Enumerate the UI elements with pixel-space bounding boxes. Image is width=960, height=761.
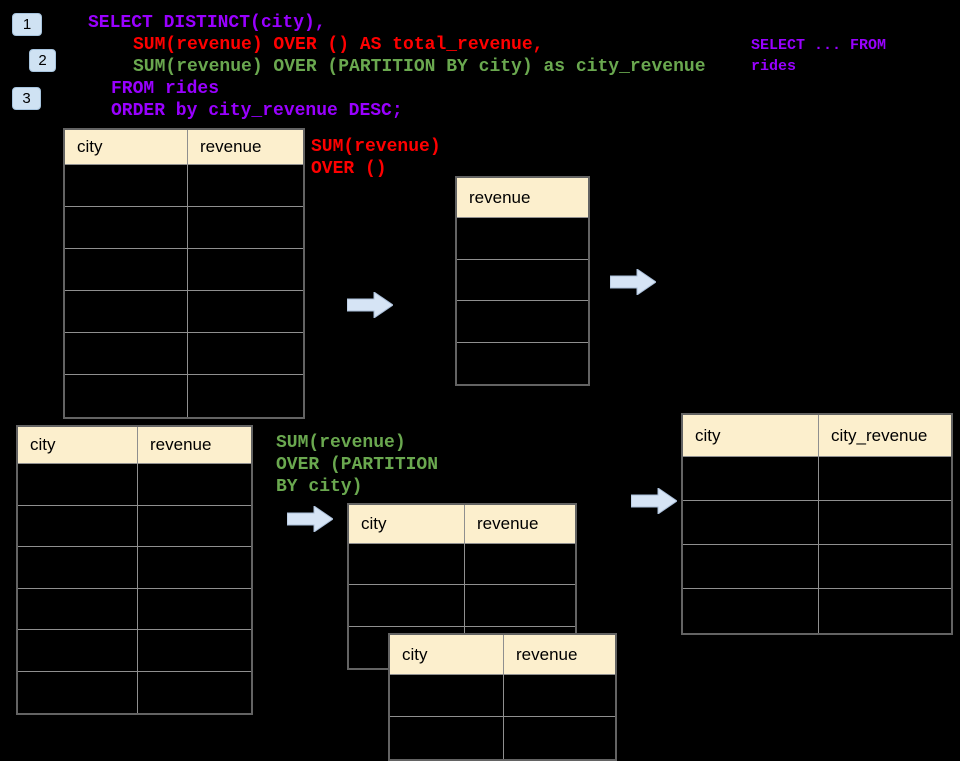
table-cell-empty [819, 501, 951, 545]
table-cell-empty [819, 457, 951, 501]
table-cell-empty [188, 165, 303, 207]
table-cell-empty [65, 165, 188, 207]
table-cell-empty [390, 717, 504, 759]
table-cell-empty [457, 301, 588, 343]
sql-line-order-by: ORDER by city_revenue DESC; [111, 101, 403, 121]
table-cell-empty [138, 547, 251, 589]
table-cell-empty [65, 291, 188, 333]
table-cell-empty [65, 375, 188, 417]
step-badge-1: 1 [12, 13, 42, 36]
arrow-right-icon-3 [287, 506, 333, 532]
sql-line-sum-partition: SUM(revenue) OVER (PARTITION BY city) as… [133, 57, 706, 77]
sql-line-sum-total: SUM(revenue) OVER () AS total_revenue, [133, 35, 544, 55]
table-cell-empty [18, 505, 138, 547]
arrow-right-icon-1 [347, 292, 393, 318]
column-header-city_revenue: city_revenue [819, 415, 951, 457]
sql-line-select: SELECT DISTINCT(city), [88, 13, 326, 33]
table-cell-empty [465, 585, 575, 627]
table-cell-empty [18, 630, 138, 672]
sql-line-from: FROM rides [111, 79, 220, 99]
table-total-revenue: revenue [455, 176, 590, 386]
table-cell-empty [457, 260, 588, 301]
column-header-revenue: revenue [457, 178, 588, 218]
table-cell-empty [138, 672, 251, 714]
table-cell-empty [65, 249, 188, 291]
table-cell-empty [349, 544, 465, 586]
side-code-note: SELECT ... FROM rides [751, 37, 887, 75]
table-cell-empty [18, 671, 138, 713]
column-header-city: city [65, 130, 188, 165]
column-header-city: city [683, 415, 819, 457]
step-badge-2: 2 [29, 49, 56, 72]
table-cell-empty [188, 333, 303, 375]
table-cell-empty [457, 343, 588, 385]
table-cell-empty [390, 675, 504, 717]
table-cell-empty [465, 544, 575, 586]
step-badge-3: 3 [12, 87, 41, 110]
column-header-city: city [349, 505, 465, 544]
table-cell-empty [18, 588, 138, 630]
column-header-revenue: revenue [504, 635, 615, 675]
table-cell-empty [819, 545, 951, 589]
table-cell-empty [188, 249, 303, 291]
table-cell-empty [457, 218, 588, 260]
table-cell-empty [504, 717, 615, 759]
column-header-revenue: revenue [465, 505, 575, 544]
table-cell-empty [819, 589, 951, 633]
table-cell-empty [349, 585, 465, 627]
table-cell-empty [683, 501, 819, 545]
table-cell-empty [65, 207, 188, 249]
table-cell-empty [504, 675, 615, 717]
column-header-revenue: revenue [138, 427, 251, 464]
annotation-total-revenue: SUM(revenue) OVER () [311, 137, 441, 179]
slide-canvas: { "colors": { "background": "#000000", "… [12, 13, 953, 761]
table-cell-empty [683, 589, 819, 633]
column-header-revenue: revenue [188, 130, 303, 165]
table-cell-empty [65, 333, 188, 375]
table-cell-empty [188, 291, 303, 333]
table-cell-empty [683, 457, 819, 501]
column-header-city: city [18, 427, 138, 464]
table-cell-empty [188, 375, 303, 417]
annotation-partition: SUM(revenue) OVER (PARTITION BY city) [276, 433, 439, 497]
table-cell-empty [138, 464, 251, 506]
table-cell-empty [683, 545, 819, 589]
table-cell-empty [138, 506, 251, 547]
column-header-city: city [390, 635, 504, 675]
arrow-right-icon-4 [631, 488, 677, 514]
table-cell-empty [18, 547, 138, 589]
arrow-right-icon-2 [610, 269, 656, 295]
table-cell-empty [138, 589, 251, 630]
table-cell-empty [188, 207, 303, 249]
table-cell-empty [138, 630, 251, 672]
table-cell-empty [18, 464, 138, 506]
